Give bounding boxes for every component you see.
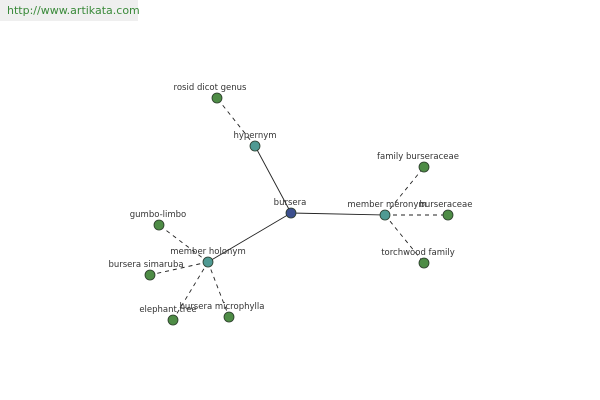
node-label-microphylla: bursera microphylla <box>180 302 265 312</box>
node-label-rosid: rosid dicot genus <box>174 83 247 93</box>
edge-meronym-family <box>384 166 425 216</box>
node-torchwood[interactable] <box>418 257 430 269</box>
edge-bursera-meronym <box>290 212 386 216</box>
edge-bursera-holonym <box>207 212 292 263</box>
edges-layer <box>149 97 448 321</box>
node-label-burseraceae: burseraceae <box>420 200 473 210</box>
node-label-hypernym: hypernym <box>233 131 276 141</box>
node-label-meronym: member meronym <box>347 200 426 210</box>
edge-hypernym-rosid <box>216 97 256 147</box>
node-elephant[interactable] <box>167 314 179 326</box>
node-microphylla[interactable] <box>223 311 235 323</box>
nodes-layer <box>144 92 454 326</box>
node-bursera[interactable] <box>285 207 297 219</box>
node-family[interactable] <box>418 161 430 173</box>
edge-meronym-torchwood <box>384 214 425 264</box>
node-label-gumbo: gumbo-limbo <box>130 210 186 220</box>
node-meronym[interactable] <box>379 209 391 221</box>
url-bar: http://www.artikata.com <box>0 0 140 21</box>
node-hypernym[interactable] <box>249 140 261 152</box>
labels-layer: bursera hypernym rosid dicot genus member m… <box>108 83 472 315</box>
edge-holonym-simaruba <box>149 261 209 276</box>
edge-holonym-elephant <box>172 261 209 321</box>
node-gumbo[interactable] <box>153 219 165 231</box>
node-label-family: family burseraceae <box>377 152 459 162</box>
edge-holonym-gumbo <box>158 224 209 263</box>
edge-bursera-hypernym <box>254 145 292 214</box>
node-label-bursera: bursera <box>274 198 307 208</box>
node-label-simaruba: bursera simaruba <box>108 260 183 270</box>
node-simaruba[interactable] <box>144 269 156 281</box>
site-url-link[interactable]: http://www.artikata.com <box>7 4 140 17</box>
node-label-holonym: member holonym <box>170 247 245 257</box>
node-rosid[interactable] <box>211 92 223 104</box>
node-burseraceae[interactable] <box>442 209 454 221</box>
node-label-elephant: elephant tree <box>139 305 196 315</box>
node-holonym[interactable] <box>202 256 214 268</box>
node-label-torchwood: torchwood family <box>381 248 455 258</box>
edge-holonym-microphylla <box>207 261 230 318</box>
